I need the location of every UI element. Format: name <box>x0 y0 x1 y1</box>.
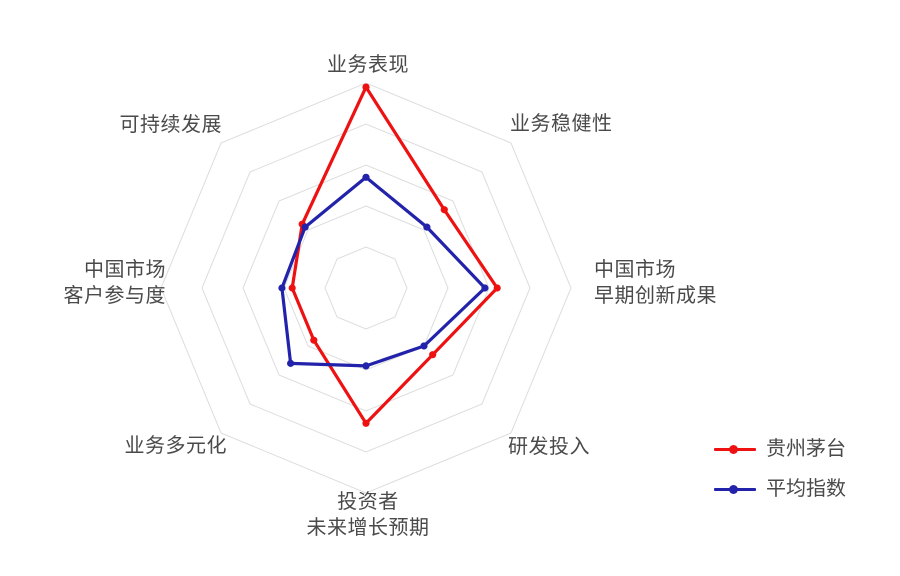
legend-label: 贵州茅台 <box>766 438 846 460</box>
radar-grid <box>160 82 572 494</box>
series-1-point-4[interactable] <box>362 362 370 370</box>
grid-ring-2 <box>283 205 449 371</box>
series-0-point-4[interactable] <box>362 419 370 427</box>
radar-series <box>278 83 501 427</box>
axis-label-4: 投资者 未来增长预期 <box>306 491 430 539</box>
series-line-0 <box>290 85 499 425</box>
series-1-point-1[interactable] <box>423 223 431 231</box>
series-0-point-3[interactable] <box>429 351 437 359</box>
axis-label-1: 业务稳健性 <box>510 113 613 135</box>
legend-marker-icon <box>714 482 756 496</box>
series-0-point-0[interactable] <box>362 83 370 91</box>
series-1-point-2[interactable] <box>481 284 489 292</box>
grid-ring-4 <box>201 123 531 453</box>
series-1-point-6[interactable] <box>278 284 286 292</box>
legend-label: 平均指数 <box>766 478 846 500</box>
legend-item-1[interactable]: 平均指数 <box>714 476 846 502</box>
chart-legend: 贵州茅台平均指数 <box>714 436 846 502</box>
legend-item-0[interactable]: 贵州茅台 <box>714 436 846 462</box>
axis-label-6: 中国市场 客户参与度 <box>63 259 166 307</box>
axis-label-3: 研发投入 <box>508 436 590 458</box>
legend-dot <box>729 485 738 494</box>
grid-ring-3 <box>242 164 490 412</box>
series-1-point-5[interactable] <box>287 359 295 367</box>
legend-marker-icon <box>714 442 756 456</box>
series-0-point-5[interactable] <box>310 336 318 344</box>
series-0-point-2[interactable] <box>493 284 501 292</box>
series-0-point-1[interactable] <box>440 206 448 214</box>
series-1-point-3[interactable] <box>420 342 428 350</box>
series-0-point-6[interactable] <box>288 284 296 292</box>
legend-dot <box>729 445 738 454</box>
grid-ring-5 <box>160 82 572 494</box>
axis-label-2: 中国市场 早期创新成果 <box>594 259 717 307</box>
axis-label-5: 业务多元化 <box>124 435 227 457</box>
axis-label-7: 可持续发展 <box>119 114 222 136</box>
grid-ring-1 <box>324 246 408 330</box>
series-1-point-7[interactable] <box>301 223 309 231</box>
axis-label-0: 业务表现 <box>327 54 409 76</box>
series-1-point-0[interactable] <box>362 173 370 181</box>
